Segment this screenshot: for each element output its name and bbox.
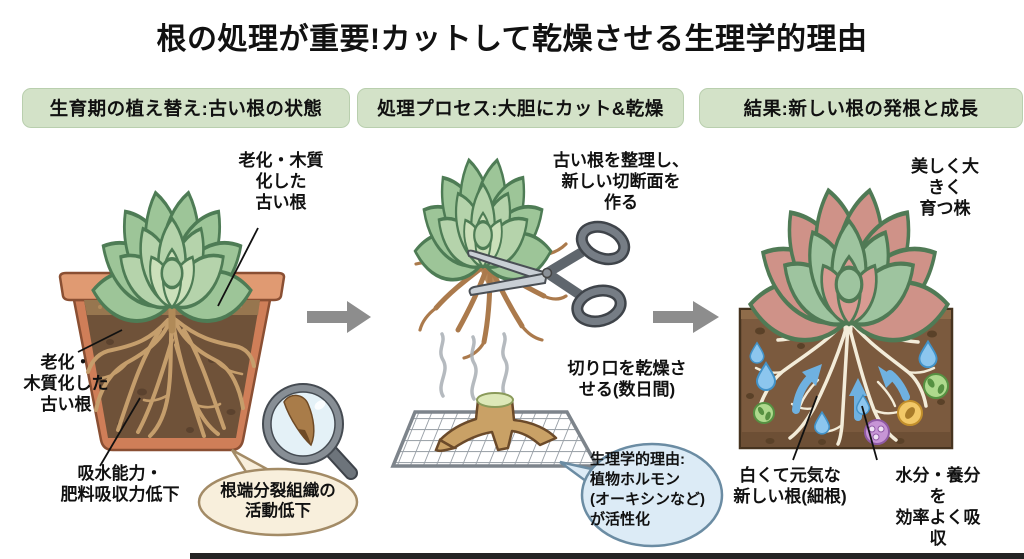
label-beautiful-growth: 美しく大きく 育つ株 — [911, 157, 979, 219]
speech-bubble-meristem — [197, 448, 359, 537]
label-new-white-roots: 白くて元気な 新しい根(細根) — [733, 466, 847, 507]
root-stump — [434, 392, 558, 453]
absorb-arrows — [792, 364, 910, 421]
root-tip-closeup — [283, 394, 315, 447]
panel3-illustration — [738, 185, 954, 461]
label-efficient-absorption: 水分・養分を 効率よく吸収 — [895, 466, 981, 549]
label-old-woody-roots-left: 老化・ 木質化した 古い根 — [23, 353, 109, 415]
label-dry-cut: 切り口を乾燥さ せる(数日間) — [567, 359, 687, 400]
flow-arrow-2 — [653, 301, 719, 333]
panel3-annotation-lines — [792, 395, 878, 461]
bubble-text-meristem: 根端分裂組織の 活動低下 — [220, 482, 336, 521]
panel1-header: 生育期の植え替え:古い根の状態 — [22, 88, 350, 128]
succulent-plant-healthy — [91, 188, 252, 327]
succulent-plant-bare-root — [414, 155, 553, 284]
panel2-illustration — [390, 155, 724, 548]
magnifier-icon — [262, 383, 358, 480]
panel1-illustration — [58, 188, 359, 537]
panel1-annotation-lines — [77, 227, 259, 467]
speech-bubble-physiology — [559, 442, 724, 548]
label-trim-roots: 古い根を整理し、 新しい切断面を 作る — [553, 151, 689, 213]
steam-lines — [439, 332, 509, 401]
cropped-caption-bar — [190, 553, 1024, 559]
panel2-header: 処理プロセス:大胆にカット&乾燥 — [357, 88, 684, 128]
page-title: 根の処理が重要!カットして乾燥させる生理学的理由 — [156, 23, 868, 56]
old-woody-roots — [86, 304, 256, 438]
label-old-woody-roots-top: 老化・木質 化した 古い根 — [238, 151, 324, 213]
bubble-text-physiology: 生理学的理由: 植物ホルモン (オーキシンなど) が活性化 — [590, 451, 705, 529]
label-absorption-decline: 吸水能力・ 肥料吸収力低下 — [60, 464, 180, 505]
nutrient-microbe-icons — [753, 373, 949, 445]
panel3-header: 結果:新しい根の発根と成長 — [699, 88, 1023, 128]
scissors-icon — [467, 220, 631, 328]
flow-arrow-1 — [307, 301, 371, 333]
